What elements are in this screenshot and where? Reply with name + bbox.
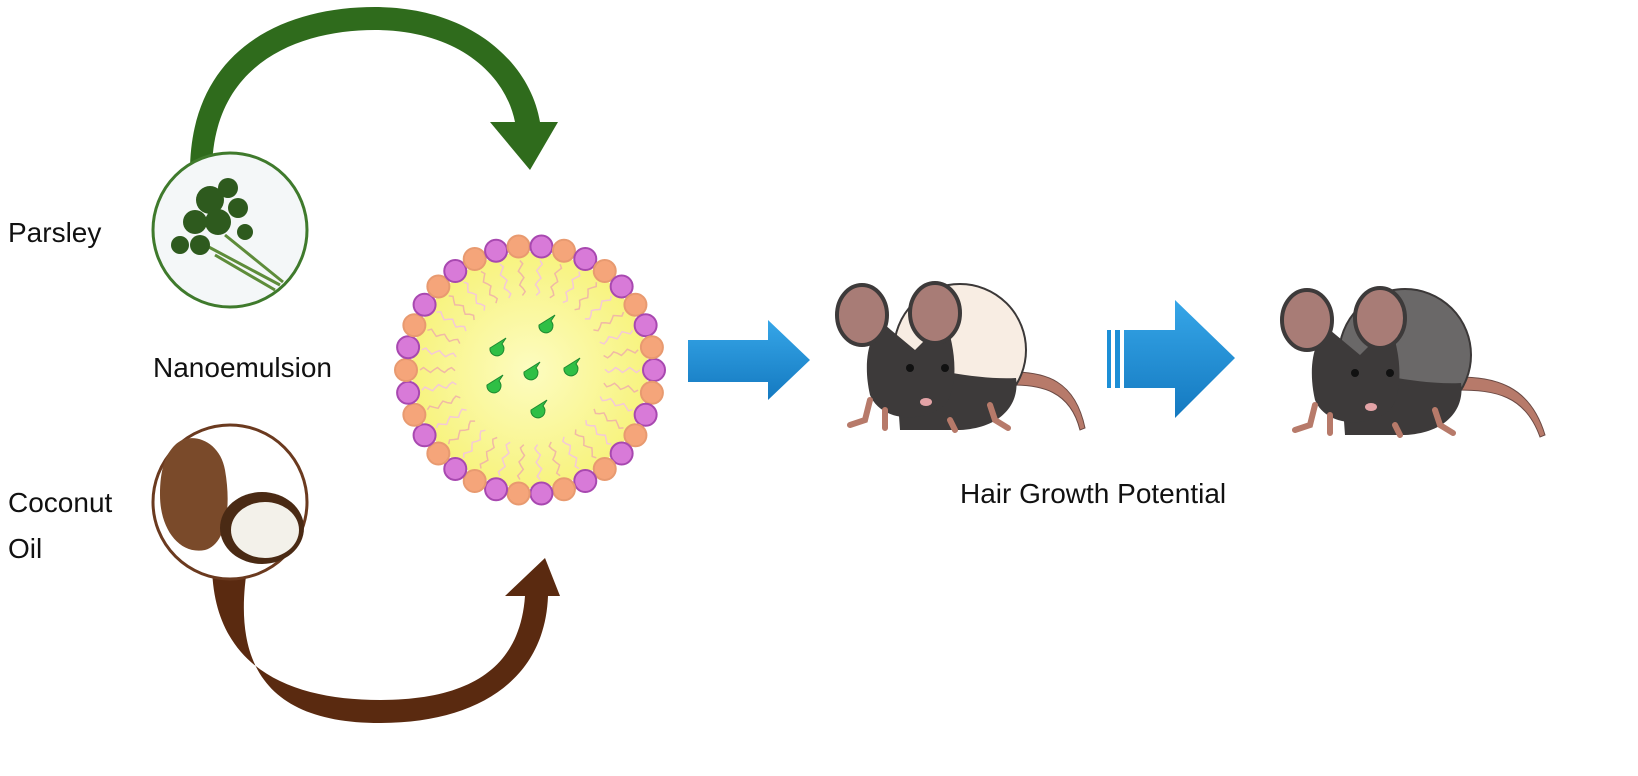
- lipid-tail: [426, 395, 461, 411]
- lipid-tail: [421, 381, 457, 392]
- lipid-tail: [497, 441, 511, 477]
- surfactant-bead: [443, 259, 468, 284]
- surfactant-bead: [573, 246, 598, 271]
- surfactant-bead: [506, 234, 531, 259]
- lipid-tail: [419, 366, 456, 374]
- active-compound-droplet: [538, 314, 556, 334]
- lipid-tail: [534, 260, 544, 296]
- surfactant-bead: [592, 456, 617, 481]
- lipid-tail: [427, 328, 461, 344]
- lipid-tail: [516, 444, 526, 480]
- lipid-tail: [604, 366, 641, 374]
- lipid-tail: [448, 295, 475, 321]
- surfactant-bead: [529, 234, 554, 259]
- lipid-tail: [421, 347, 457, 358]
- mouse-before-icon: [835, 281, 1086, 433]
- lipid-tail: [463, 281, 486, 311]
- surfactant-bead: [623, 423, 648, 448]
- surfactant-bead: [426, 441, 451, 466]
- active-compound-droplet: [530, 399, 548, 419]
- blue-arrow-1: [688, 320, 810, 400]
- lipid-tail: [562, 271, 581, 304]
- lipid-tail: [447, 420, 476, 445]
- surfactant-bead: [443, 456, 468, 481]
- surfactant-bead: [402, 313, 427, 338]
- brown-curved-arrow: [212, 558, 560, 723]
- surfactant-bead: [402, 402, 427, 427]
- surfactant-bead: [609, 441, 634, 466]
- blue-arrow-2: [1107, 300, 1235, 418]
- lipid-tail: [574, 282, 598, 311]
- lipid-tail: [548, 441, 561, 477]
- lipid-tail: [603, 382, 639, 393]
- coconut-label-line2: Oil: [8, 533, 42, 564]
- active-compound-droplet: [486, 374, 504, 394]
- surfactant-bead: [462, 469, 487, 494]
- active-compound-droplet: [489, 337, 507, 357]
- lipid-tail: [593, 408, 624, 429]
- nanoemulsion-droplet: [394, 234, 666, 506]
- parsley-label: Parsley: [8, 217, 101, 248]
- coconut-image: [151, 423, 309, 581]
- lipid-tail: [462, 429, 486, 458]
- lipid-tail: [584, 295, 613, 320]
- lipid-tail: [561, 436, 580, 470]
- surfactant-bead: [506, 481, 531, 506]
- lipid-tail: [517, 260, 527, 296]
- hair-growth-label: Hair Growth Potential: [960, 478, 1226, 509]
- surfactant-bead: [642, 358, 666, 382]
- green-curved-arrow: [190, 7, 558, 172]
- lipid-tail: [603, 348, 639, 359]
- surfactant-bead: [484, 477, 509, 502]
- parsley-image: [151, 151, 309, 309]
- active-compound-droplet: [523, 361, 541, 381]
- surfactant-bead: [462, 246, 487, 271]
- surfactant-bead: [426, 274, 451, 299]
- surfactant-bead: [529, 481, 554, 506]
- surfactant-bead: [412, 423, 437, 448]
- lipid-tail: [499, 263, 512, 299]
- surfactant-bead: [592, 259, 617, 284]
- surfactant-bead: [551, 238, 576, 263]
- surfactant-bead: [394, 358, 418, 382]
- coconut-label-line1: Coconut: [8, 487, 113, 518]
- nanoemulsion-label: Nanoemulsion: [153, 352, 332, 383]
- surfactant-bead: [639, 335, 664, 360]
- surfactant-bead: [609, 274, 634, 299]
- active-compound-droplet: [563, 357, 581, 377]
- lipid-tail: [549, 263, 563, 299]
- lipid-tail: [436, 311, 467, 332]
- surfactant-bead: [484, 238, 509, 263]
- lipid-tail: [585, 419, 612, 445]
- lipid-tail: [480, 270, 499, 304]
- surfactant-bead: [633, 402, 658, 427]
- surfactant-bead: [412, 292, 437, 317]
- surfactant-bead: [396, 335, 421, 360]
- surfactant-bead: [633, 313, 658, 338]
- surfactant-bead: [639, 380, 664, 405]
- lipid-tail: [435, 408, 467, 429]
- lipid-tail: [599, 396, 633, 412]
- lipid-tail: [593, 311, 625, 332]
- lipid-tail: [574, 429, 597, 459]
- surfactant-bead: [573, 469, 598, 494]
- mouse-after-icon: [1280, 286, 1546, 438]
- lipid-tail: [599, 329, 634, 345]
- surfactant-bead: [551, 477, 576, 502]
- lipid-tail: [479, 436, 498, 469]
- surfactant-bead: [396, 380, 421, 405]
- surfactant-bead: [623, 292, 648, 317]
- lipid-tail: [533, 444, 543, 480]
